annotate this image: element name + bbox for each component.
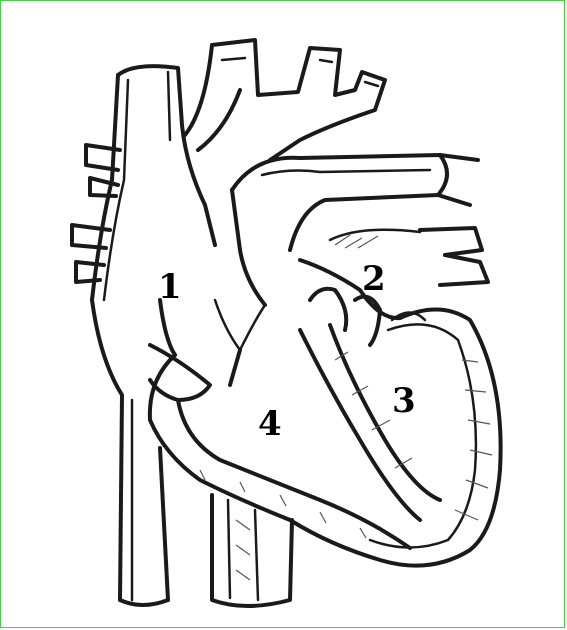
descending-aorta bbox=[212, 495, 292, 606]
heart-outer-wall bbox=[150, 260, 501, 566]
chamber-label-3: 3 bbox=[392, 381, 416, 421]
interventricular-septum bbox=[300, 325, 440, 520]
aortic-arch bbox=[185, 40, 385, 160]
inferior-vena-cava bbox=[92, 300, 168, 605]
chamber-label-1: 1 bbox=[158, 267, 182, 307]
chamber-label-2: 2 bbox=[362, 259, 386, 299]
right-atrium-wall bbox=[150, 300, 265, 400]
chamber-label-4: 4 bbox=[258, 404, 282, 444]
right-pulmonary-veins bbox=[330, 228, 488, 285]
